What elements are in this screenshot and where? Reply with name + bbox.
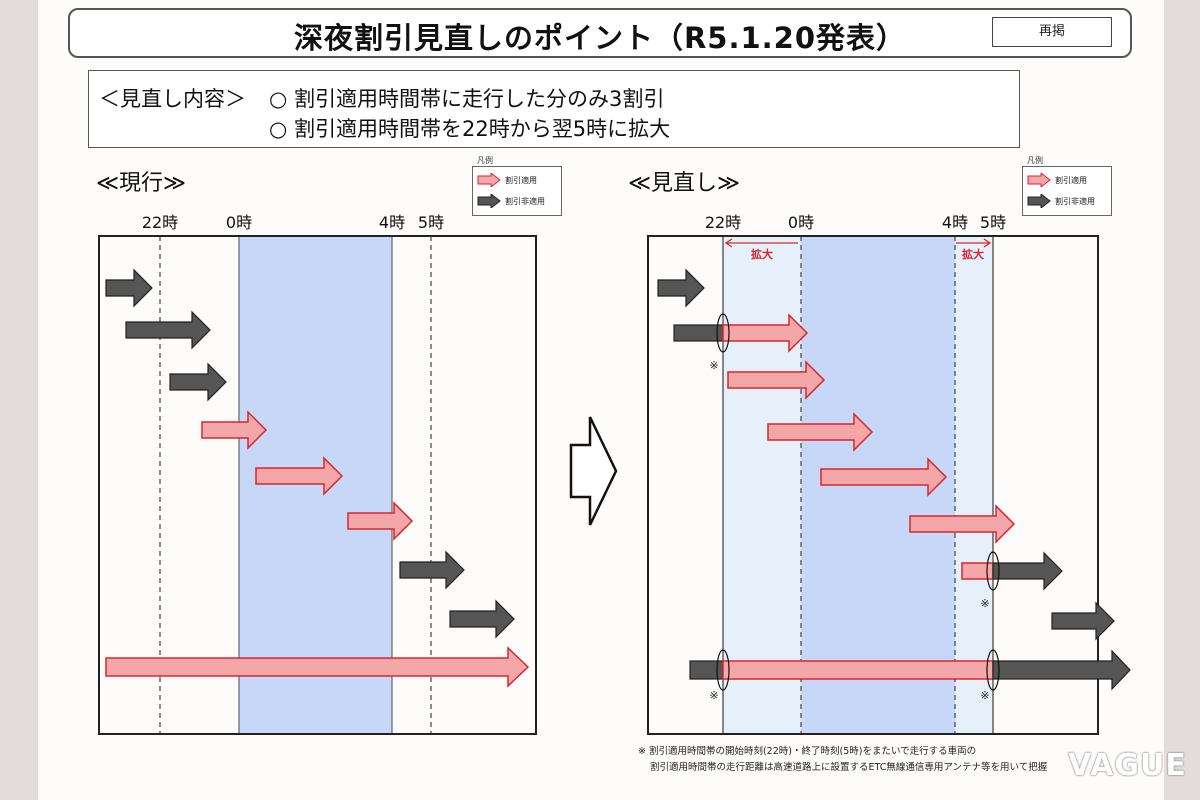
current-discount-band [239, 236, 392, 734]
watermark-logo: VAGUE [1068, 748, 1187, 783]
boundary-note-mark-4: ※ [980, 689, 989, 702]
revised-label-22h: 22時 [705, 213, 741, 232]
page-title: 深夜割引見直しのポイント（R5.1.20発表） [293, 21, 907, 55]
revised-timeline-diagram: 22時 0時 4時 5時 拡大 拡大 ※ ※ ※ ※ [647, 213, 1131, 735]
revised-label-5h: 5時 [980, 213, 1006, 232]
current-frame [98, 235, 537, 735]
revised-arrow-7-applied [961, 562, 994, 580]
review-point-1: ○ 割引適用時間帯に走行した分のみ3割引 [269, 87, 665, 111]
applied-arrow-icon [1027, 173, 1051, 187]
current-label-4h: 4時 [379, 213, 405, 232]
boundary-marker-1 [716, 313, 730, 353]
revised-expanded-band-before [723, 236, 801, 734]
revised-arrow-7-unapplied [992, 551, 1063, 591]
legend-caption: 凡例 [477, 156, 493, 165]
expand-label-before: 拡大 [751, 247, 773, 261]
revised-arrow-1 [657, 268, 705, 308]
current-arrow-4 [201, 410, 268, 450]
footnote-line-1: ※ 割引適用時間帯の開始時刻(22時)・終了時刻(5時)をまたいで走行する車両の [638, 746, 977, 757]
current-arrow-6 [347, 501, 414, 541]
revised-frame [647, 235, 1099, 735]
current-section-title: ≪現行≫ [96, 171, 187, 196]
legend-applied-row: 割引適用 [477, 173, 537, 187]
footnote: ※ 割引適用時間帯の開始時刻(22時)・終了時刻(5時)をまたいで走行する車両の… [638, 744, 1047, 776]
legend-not-applied-label: 割引非適用 [1055, 197, 1095, 206]
current-arrow-1 [105, 268, 153, 308]
current-label-22h: 22時 [142, 213, 178, 232]
revised-section-title: ≪見直し≫ [628, 171, 741, 196]
slide: 深夜割引見直しのポイント（R5.1.20発表） 再掲 ＜見直し内容＞ ○ 割引適… [38, 0, 1186, 800]
current-arrow-7 [399, 550, 465, 590]
revised-arrow-2-unapplied [673, 324, 724, 342]
revised-arrow-9-unapplied-end [992, 649, 1131, 691]
review-point-2: ○ 割引適用時間帯を22時から翌5時に拡大 [269, 117, 671, 141]
review-content-label: ＜見直し内容＞ [99, 87, 246, 111]
legend-applied-row: 割引適用 [1027, 173, 1087, 187]
legend-not-applied-row: 割引非適用 [477, 194, 545, 208]
boundary-note-mark-3: ※ [709, 689, 718, 702]
current-label-5h: 5時 [418, 213, 444, 232]
current-arrow-9 [105, 646, 530, 688]
expand-marker-head-1 [724, 238, 733, 248]
revised-arrow-5 [820, 457, 948, 497]
expand-label-after: 拡大 [962, 247, 984, 261]
current-arrow-3 [169, 362, 227, 402]
republished-badge: 再掲 [992, 17, 1112, 47]
legend-not-applied-row: 割引非適用 [1027, 194, 1095, 208]
revised-arrow-2-applied [722, 313, 809, 353]
boundary-marker-2 [986, 551, 1000, 591]
legend-revised: 凡例 割引適用 割引非適用 [1022, 156, 1112, 216]
not-applied-arrow-icon [1027, 194, 1051, 208]
review-content-box: ＜見直し内容＞ ○ 割引適用時間帯に走行した分のみ3割引 ○ 割引適用時間帯を2… [88, 70, 1020, 148]
legend-applied-label: 割引適用 [505, 176, 537, 185]
footnote-line-2: 割引適用時間帯の走行距離は高速道路上に設置するETC無線通信専用アンテナ等を用い… [650, 762, 1048, 773]
current-label-0h: 0時 [226, 213, 252, 232]
boundary-marker-4 [986, 649, 1000, 691]
revised-expanded-band-after [955, 236, 993, 734]
current-arrow-2 [125, 310, 211, 350]
revised-arrow-9-unapplied-start [689, 660, 724, 680]
applied-arrow-icon [477, 173, 501, 187]
revised-arrow-3 [727, 360, 826, 400]
current-timeline-diagram: 22時 0時 4時 5時 [98, 213, 537, 735]
revised-arrow-6 [909, 504, 1016, 544]
transition-arrow-icon [569, 416, 618, 526]
expand-marker-head-2 [983, 238, 992, 248]
revised-label-4h: 4時 [942, 213, 968, 232]
not-applied-arrow-icon [477, 194, 501, 208]
revised-arrow-4 [767, 412, 874, 452]
revised-label-0h: 0時 [788, 213, 814, 232]
legend-applied-label: 割引適用 [1055, 176, 1087, 185]
legend-current: 凡例 割引適用 割引非適用 [472, 156, 562, 216]
revised-arrow-8 [1051, 601, 1115, 641]
boundary-note-mark-2: ※ [980, 597, 989, 610]
boundary-marker-3 [716, 649, 730, 691]
current-arrow-5 [255, 456, 344, 496]
revised-arrow-9-applied [722, 660, 994, 680]
legend-not-applied-label: 割引非適用 [505, 197, 545, 206]
current-arrow-8 [449, 599, 515, 639]
legend-caption: 凡例 [1027, 156, 1043, 165]
boundary-note-mark-1: ※ [709, 359, 718, 372]
title-box: 深夜割引見直しのポイント（R5.1.20発表） 再掲 [68, 8, 1132, 58]
